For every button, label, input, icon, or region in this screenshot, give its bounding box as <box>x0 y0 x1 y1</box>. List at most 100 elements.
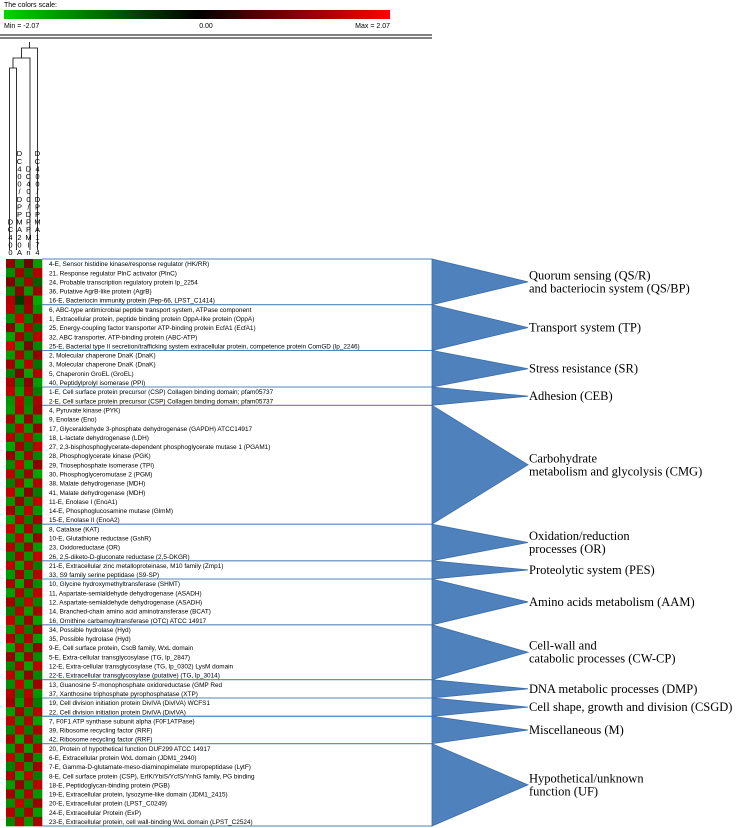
heatmap-cell <box>24 633 34 644</box>
heatmap-cell <box>24 487 34 498</box>
heatmap-cell <box>6 624 16 635</box>
heatmap-cell <box>6 542 16 552</box>
category-label: Amino acids metabolism (AAM) <box>529 595 695 609</box>
heatmap-cell <box>6 469 16 479</box>
heatmap-cell <box>6 615 16 626</box>
heatmap-cell <box>6 441 16 452</box>
heatmap-cell <box>33 368 43 379</box>
heatmap-cell <box>24 441 34 452</box>
heatmap-cell <box>6 761 16 772</box>
heatmap-cell <box>33 478 43 488</box>
row-label: 8, Catalase (KAT) <box>49 526 99 533</box>
heatmap-cell <box>6 569 16 580</box>
heatmap-cell <box>6 771 16 781</box>
heatmap-cell <box>33 396 43 406</box>
heatmap-cell <box>6 350 16 360</box>
heatmap-cell <box>24 377 34 388</box>
row-label: 14, Branched-chain amino acid aminotrans… <box>49 609 211 616</box>
heatmap-cell <box>6 780 16 790</box>
heatmap-cell <box>15 652 25 662</box>
heatmap-cell <box>33 496 43 507</box>
heatmap-cell <box>33 707 43 717</box>
heatmap-cell <box>33 597 43 607</box>
heatmap-cell <box>33 606 43 616</box>
heatmap-cell <box>15 588 25 598</box>
heatmap-cell <box>24 405 34 415</box>
category-label: Stress resistance (SR) <box>529 362 638 376</box>
heatmap-cell <box>33 295 43 306</box>
heatmap-cell <box>33 569 43 580</box>
heatmap-cell <box>24 679 34 690</box>
row-label: 22-E, Extracellular transglycosylase (pu… <box>49 673 220 680</box>
heatmap-cell <box>6 359 16 370</box>
heatmap-cell <box>6 560 16 571</box>
row-label: 36, Putative AgrB-like protein (AgrB) <box>49 289 152 296</box>
heatmap-cell <box>33 487 43 498</box>
heatmap-cell <box>15 441 25 452</box>
heatmap-cell <box>33 505 43 516</box>
heatmap-cell <box>24 313 34 324</box>
heatmap-cell <box>6 633 16 644</box>
heatmap-cell <box>15 304 25 315</box>
heatmap-cell <box>24 624 34 635</box>
scale-max-label: Max = 2.07 <box>355 23 390 30</box>
heatmap-cell <box>24 579 34 589</box>
group-triangle <box>431 386 529 406</box>
row-label: 8-E, Cell surface protein (CSP), ErfK/Yb… <box>49 773 255 780</box>
heatmap-cell <box>24 743 34 754</box>
row-label: 32, ABC transporter, ATP-binding protein… <box>49 334 197 341</box>
row-label: 33, S9 family serine peptidase (S9-SP) <box>49 572 159 579</box>
row-label: 7, F0F1 ATP synthase subunit alpha (F0F1… <box>49 718 195 725</box>
heatmap-cell <box>33 752 43 763</box>
heatmap-cell <box>24 707 34 717</box>
heatmap-cell <box>15 697 25 708</box>
heatmap-cell <box>15 716 25 726</box>
group-triangle <box>431 304 529 351</box>
row-label: 9-E, Cell surface protein, CscB family, … <box>49 645 194 652</box>
heatmap-cell <box>24 789 34 799</box>
heatmap-cell <box>15 478 25 488</box>
heatmap-cell <box>6 405 16 415</box>
row-label: 15-E, Enolase II (EnoA2) <box>49 517 120 524</box>
heatmap-cell <box>33 643 43 653</box>
heatmap-cell <box>15 332 25 342</box>
row-label: 13, Guanosine 5'-monophosphate oxidoredu… <box>49 682 222 689</box>
heatmap-cell <box>24 259 34 269</box>
heatmap-cell <box>33 688 43 699</box>
heatmap-cell <box>33 560 43 571</box>
heatmap-cell <box>6 487 16 498</box>
heatmap-cell <box>24 359 34 370</box>
heatmap-cell <box>33 359 43 370</box>
heatmap-cell <box>33 652 43 662</box>
row-label: 5, Chaperonin GroEL (GroEL) <box>49 371 134 378</box>
heatmap-cell <box>6 551 16 562</box>
heatmap-cell <box>24 304 34 315</box>
group-triangle <box>431 404 529 525</box>
category-label: function (UF) <box>529 784 598 798</box>
heatmap-cell <box>33 734 43 744</box>
heatmap-cell <box>15 780 25 790</box>
heatmap-cell <box>15 624 25 635</box>
heatmap-cell <box>33 661 43 671</box>
heatmap-cell <box>24 761 34 772</box>
row-label: 39, Ribosome recycling factor (RRF) <box>49 728 152 735</box>
row-label: 11, Aspartate-semialdehyde dehydrogenase… <box>49 590 202 597</box>
heatmap-cell <box>24 597 34 607</box>
heatmap-cell <box>6 679 16 690</box>
category-label: Adhesion (CEB) <box>529 389 613 403</box>
heatmap-cell <box>6 734 16 744</box>
heatmap-cell <box>33 451 43 461</box>
heatmap-cell <box>6 432 16 443</box>
heatmap-cell <box>6 460 16 470</box>
heatmap-cell <box>33 350 43 360</box>
row-label: 38, Malate dehydrogenase (MDH) <box>49 481 145 488</box>
heatmap-cell <box>33 624 43 635</box>
heatmap-cell <box>15 460 25 470</box>
heatmap-cell <box>15 551 25 562</box>
heatmap-cell <box>6 707 16 717</box>
heatmap-cell <box>24 414 34 424</box>
heatmap-cell <box>24 551 34 562</box>
